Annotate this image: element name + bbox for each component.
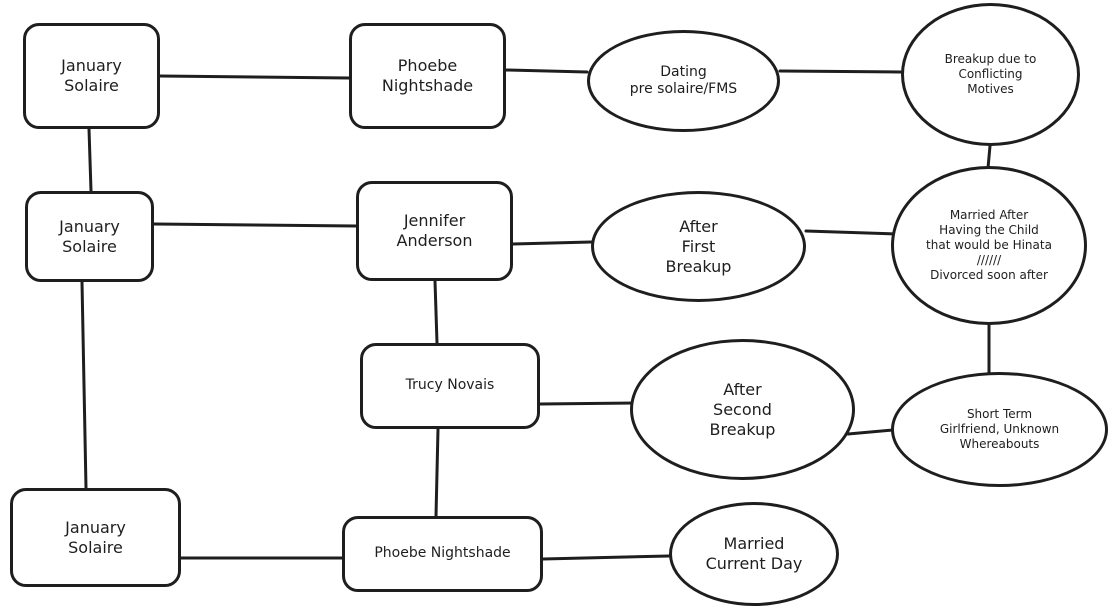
connector-first-breakup-married-after (804, 229, 899, 236)
node-january-solaire-3: January Solaire (10, 488, 181, 587)
node-married-current-day: Married Current Day (669, 502, 839, 606)
connector-phoebe2-married-current (541, 554, 671, 561)
node-married-after-child: Married After Having the Child that woul… (891, 166, 1087, 325)
connector-solaire1-solaire2 (87, 127, 93, 193)
connector-breakup-motives-married-after (986, 144, 992, 170)
node-after-second-breakup: After Second Breakup (630, 339, 855, 480)
node-dating-pre-solaire: Dating pre solaire/FMS (587, 30, 780, 132)
node-phoebe-nightshade-1: Phoebe Nightshade (349, 23, 506, 129)
connector-jennifer-trucy (433, 279, 439, 345)
node-breakup-conflicting-motives: Breakup due to Conflicting Motives (901, 3, 1080, 146)
node-phoebe-nightshade-2: Phoebe Nightshade (342, 516, 543, 592)
node-january-solaire-2: January Solaire (25, 191, 154, 282)
connector-solaire2-solaire3 (80, 280, 88, 490)
connector-trucy-phoebe2 (434, 427, 440, 518)
connector-phoebe1-dating (504, 68, 589, 74)
node-trucy-novais: Trucy Novais (360, 343, 540, 429)
node-january-solaire-1: January Solaire (23, 23, 160, 129)
connector-second-breakup-short-term (846, 428, 895, 436)
node-after-first-breakup: After First Breakup (591, 191, 806, 302)
connector-dating-breakup-motives (778, 69, 903, 74)
connector-jennifer-first-breakup (511, 240, 593, 246)
node-short-term-girlfriend: Short Term Girlfriend, Unknown Whereabou… (891, 372, 1108, 487)
connector-solaire1-phoebe1 (158, 74, 351, 80)
node-jennifer-anderson: Jennifer Anderson (356, 181, 513, 281)
connector-trucy-second-breakup (538, 401, 643, 406)
connector-solaire2-jennifer (152, 222, 358, 228)
